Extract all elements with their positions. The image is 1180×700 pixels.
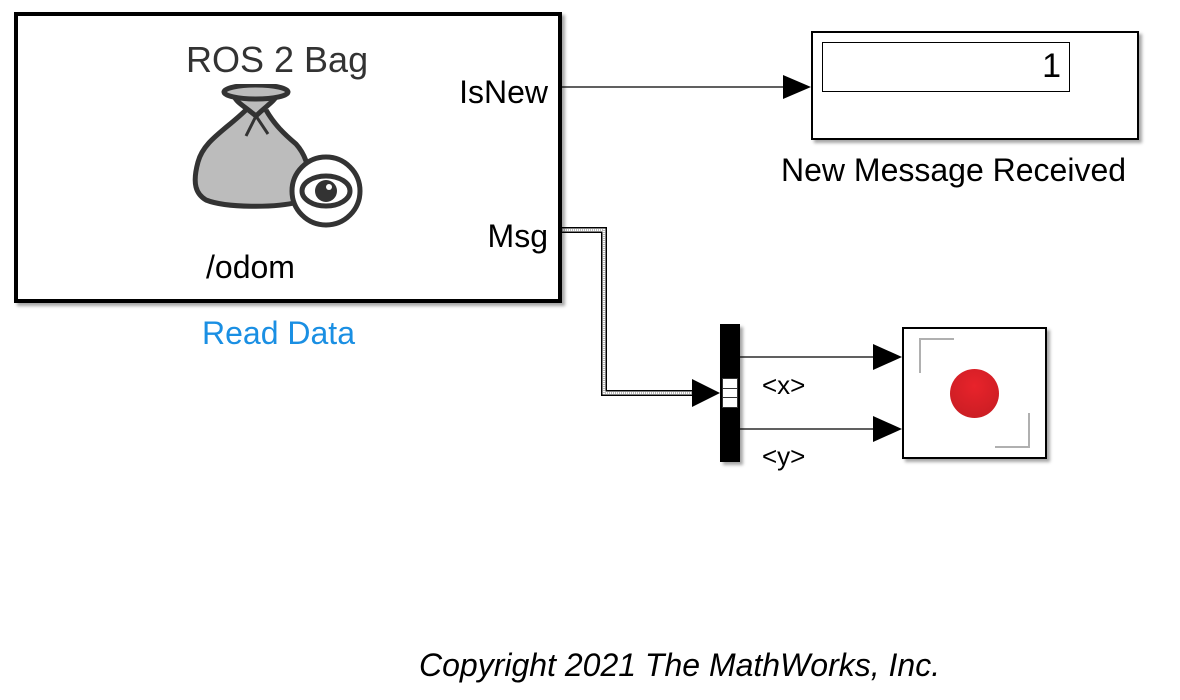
bus-output-x-label: <x> [762, 370, 806, 400]
msg-port-label: Msg [487, 218, 548, 254]
bag-with-eye-icon [192, 84, 363, 228]
record-dot-icon [950, 369, 999, 418]
ros2-bag-block[interactable]: ROS 2 Bag /odom IsNew Msg [14, 12, 562, 303]
topic-name: /odom [206, 249, 295, 285]
block-title: ROS 2 Bag [186, 39, 369, 80]
ros2-bag-block-name[interactable]: Read Data [202, 315, 355, 351]
copyright-text: Copyright 2021 The MathWorks, Inc. [419, 647, 941, 683]
display-block-name[interactable]: New Message Received [781, 152, 1127, 188]
display-value-field: 1 [822, 42, 1070, 92]
xy-graph-x-input-arrow [873, 344, 902, 370]
display-block[interactable]: 1 [811, 31, 1139, 140]
msg-bus-line[interactable] [562, 227, 698, 396]
display-input-arrow [783, 75, 811, 99]
bus-selector-block[interactable] [720, 324, 740, 462]
bus-selector-port-icon [722, 378, 738, 408]
xy-graph-block[interactable] [902, 327, 1047, 459]
frame-corner-top-left [919, 338, 954, 373]
isnew-port-label: IsNew [459, 74, 548, 110]
bus-selector-input-arrow [692, 379, 720, 407]
xy-graph-y-input-arrow [873, 416, 902, 442]
frame-corner-bottom-right [995, 413, 1030, 448]
display-value: 1 [1042, 47, 1061, 85]
bus-output-y-label: <y> [762, 441, 806, 471]
